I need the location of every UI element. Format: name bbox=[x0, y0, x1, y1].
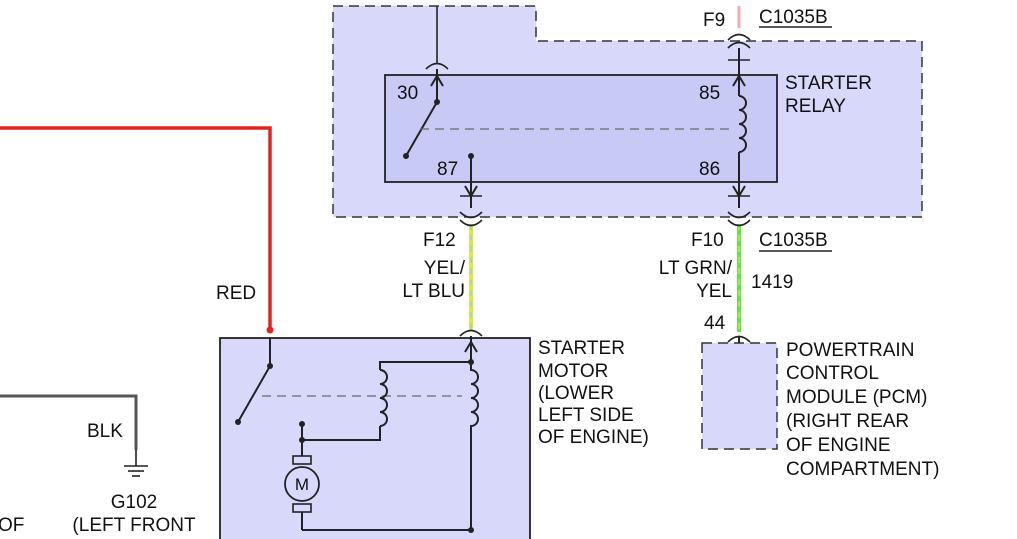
wire-label-yel-2: YEL bbox=[696, 281, 732, 302]
motor-symbol: M bbox=[295, 475, 309, 494]
relay-terminal-86: 86 bbox=[699, 159, 720, 180]
connector-pin-f10: F10 bbox=[691, 230, 724, 251]
relay-internals bbox=[403, 48, 750, 208]
connector-pin-f9: F9 bbox=[703, 10, 725, 31]
starter-motor-internals: M bbox=[235, 336, 479, 533]
ground-name: G102 bbox=[111, 492, 157, 513]
connector-pin-f12: F12 bbox=[423, 230, 456, 251]
starter-motor-label-2: MOTOR bbox=[538, 361, 608, 382]
relay-terminal-87: 87 bbox=[437, 159, 458, 180]
pcm-label-2: CONTROL bbox=[786, 363, 879, 384]
red-wire-node bbox=[266, 326, 274, 334]
pcm-label-5: OF ENGINE bbox=[786, 435, 891, 456]
starter-motor-label-4: LEFT SIDE bbox=[538, 405, 634, 426]
connector-name-bottom: C1035B bbox=[759, 230, 828, 251]
ground-cutoff-text: OF bbox=[0, 515, 24, 536]
wire-label-lt-grn: LT GRN/ bbox=[659, 258, 733, 279]
relay-name-line2: RELAY bbox=[785, 96, 846, 117]
relay-terminal-85: 85 bbox=[699, 83, 720, 104]
connector-icon bbox=[425, 6, 751, 343]
wire-label-red: RED bbox=[216, 283, 256, 304]
relay-coil-icon bbox=[738, 95, 747, 153]
wire-label-yel: YEL/ bbox=[424, 258, 466, 279]
ground-location: (LEFT FRONT bbox=[72, 515, 196, 536]
pcm-label-1: POWERTRAIN bbox=[786, 340, 914, 361]
pcm-label-4: (RIGHT REAR bbox=[786, 411, 909, 432]
motor-icon: M bbox=[284, 455, 320, 513]
wire-label-blk: BLK bbox=[87, 421, 123, 442]
starter-motor-label-1: STARTER bbox=[538, 338, 625, 359]
relay-terminal-30: 30 bbox=[397, 83, 418, 104]
connector-name-top: C1035B bbox=[759, 7, 828, 28]
pcm-box bbox=[701, 342, 778, 450]
starter-motor-label-5: OF ENGINE) bbox=[538, 427, 649, 448]
circuit-number-1419: 1419 bbox=[751, 272, 793, 293]
wire-label-lt-blu: LT BLU bbox=[402, 281, 465, 302]
relay-name-line1: STARTER bbox=[785, 73, 872, 94]
pcm-label-6: COMPARTMENT) bbox=[786, 459, 939, 480]
blk-wire bbox=[0, 394, 138, 450]
starter-motor-label-3: (LOWER bbox=[538, 383, 614, 404]
red-wire bbox=[0, 126, 272, 330]
starter-motor-box bbox=[219, 337, 531, 539]
ground-icon bbox=[124, 450, 148, 477]
pcm-label-3: MODULE (PCM) bbox=[786, 387, 927, 408]
pcm-pin-44: 44 bbox=[704, 313, 726, 334]
